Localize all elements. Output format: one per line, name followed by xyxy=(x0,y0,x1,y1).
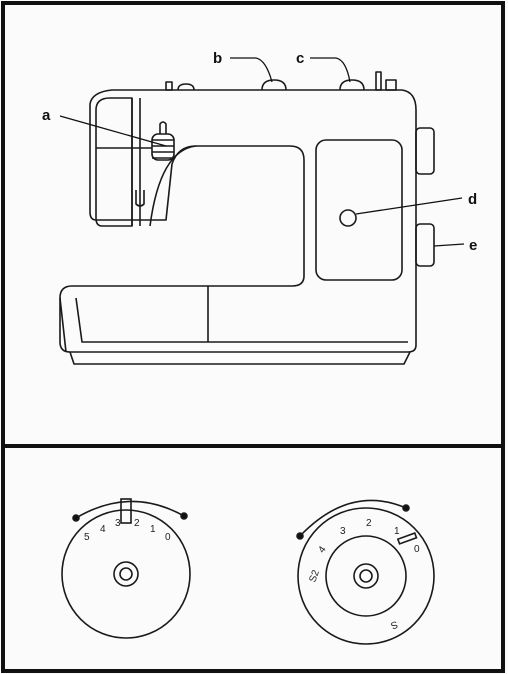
machine-arm-curve xyxy=(149,145,197,227)
callout-d: d xyxy=(468,191,477,208)
length-buttonhole-mark xyxy=(396,532,418,545)
spool-pin xyxy=(375,71,382,91)
length-dial-face xyxy=(297,507,435,645)
machine-body-outline xyxy=(59,89,417,353)
length-range-dot-left xyxy=(296,532,304,540)
width-indicator-mark xyxy=(120,498,132,524)
width-number-4: 4 xyxy=(100,524,106,535)
width-dial-hub-inner xyxy=(119,567,133,581)
width-range-arc xyxy=(75,500,185,519)
length-number-4: 4 xyxy=(316,544,328,555)
control-button-d xyxy=(339,209,357,227)
width-number-1: 1 xyxy=(150,524,156,535)
front-control-panel xyxy=(315,139,403,281)
leader-b xyxy=(230,57,273,83)
stitch-length-dial xyxy=(296,499,435,645)
callout-a: a xyxy=(42,107,51,124)
leader-e xyxy=(433,243,465,247)
stitch-width-dial xyxy=(61,498,191,639)
top-knob-small xyxy=(177,83,195,91)
thread-pin xyxy=(165,81,173,91)
callout-c: c xyxy=(296,50,304,67)
width-dial-hub-outer xyxy=(113,561,139,587)
length-range-dot-right xyxy=(402,504,410,512)
width-number-5: 5 xyxy=(84,532,90,543)
width-range-dot-left xyxy=(72,514,80,522)
length-dial-hub-inner xyxy=(359,569,373,583)
leader-d xyxy=(355,197,463,215)
length-number-3: 3 xyxy=(340,526,346,537)
leader-lines xyxy=(59,57,465,247)
length-mark-s: S xyxy=(389,618,399,631)
width-dial-face xyxy=(61,509,191,639)
length-range-arc xyxy=(299,499,407,537)
tension-dial xyxy=(151,121,175,161)
callout-b: b xyxy=(213,50,222,67)
top-knob-c xyxy=(339,79,365,91)
length-number-2: 2 xyxy=(366,518,372,529)
free-arm-base xyxy=(59,297,408,353)
length-dial-hub-outer xyxy=(353,563,379,589)
stitch-selector-knob-e xyxy=(415,223,435,267)
width-number-3: 3 xyxy=(115,518,121,529)
length-number-s2: S2 xyxy=(308,568,323,584)
hand-wheel xyxy=(415,127,435,175)
width-range-dot-right xyxy=(180,512,188,520)
length-number-0: 0 xyxy=(414,544,420,555)
length-number-1: 1 xyxy=(394,526,400,537)
width-number-0: 0 xyxy=(165,532,171,543)
top-knob-b xyxy=(261,79,287,91)
length-dial-ring xyxy=(325,535,407,617)
needle-clamp xyxy=(135,190,145,207)
bobbin-winder-stop xyxy=(385,79,397,91)
base-plate xyxy=(69,351,411,365)
machine-head-panel xyxy=(95,97,133,227)
sewing-machine xyxy=(59,71,435,365)
leader-c xyxy=(310,57,351,83)
width-number-2: 2 xyxy=(134,518,140,529)
callout-e: e xyxy=(469,237,477,254)
leader-a xyxy=(59,115,167,147)
